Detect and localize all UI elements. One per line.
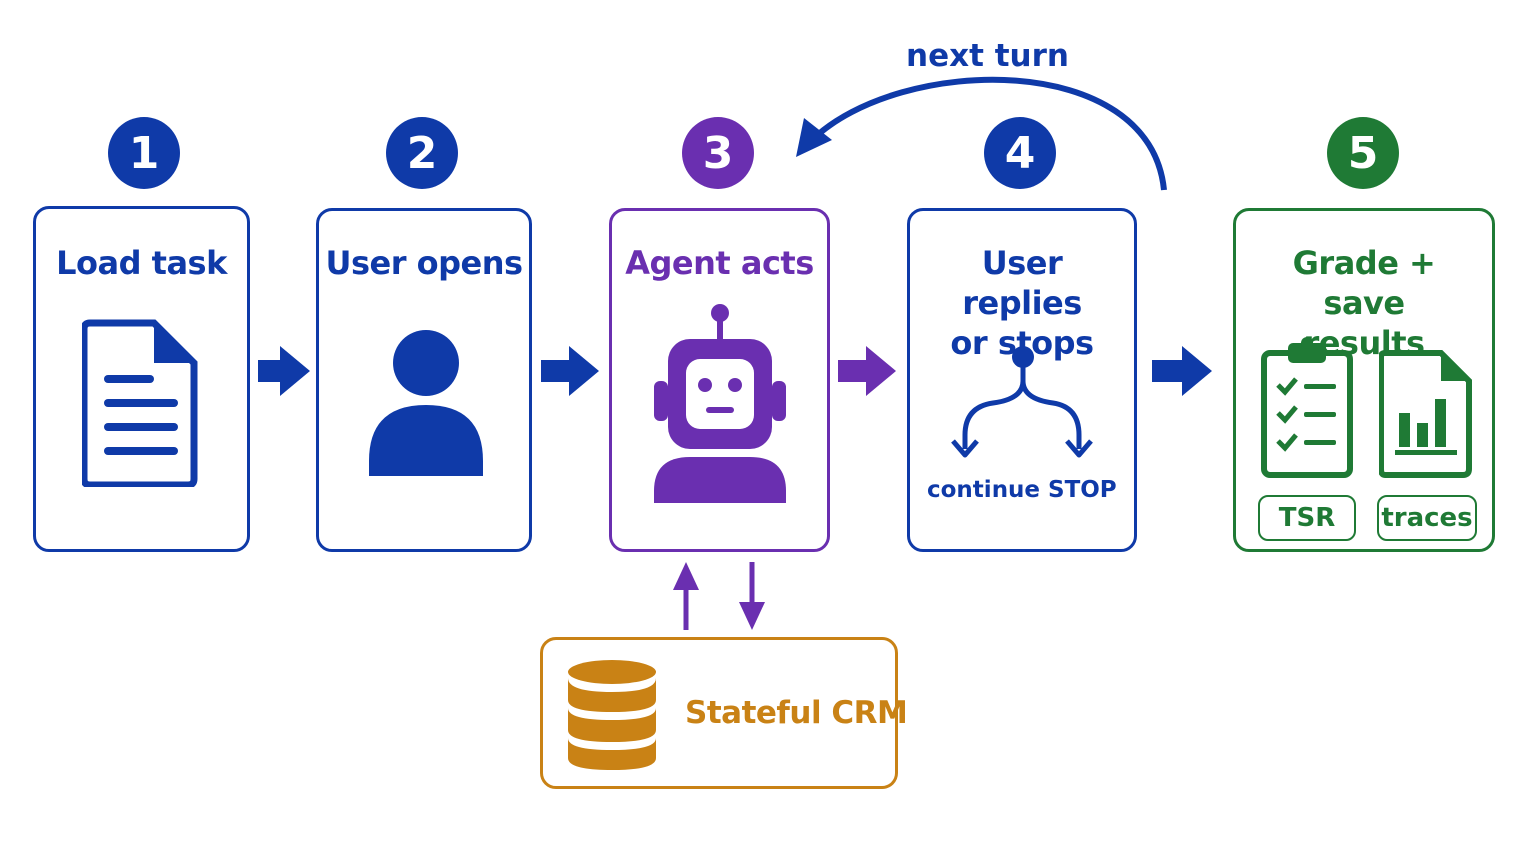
- arrow-1-to-2: [258, 346, 310, 396]
- arrow-2-to-3: [541, 346, 599, 396]
- step-4-title: User replies or stops: [950, 244, 1094, 362]
- step-2-badge: 2: [386, 117, 458, 189]
- arrow-4-to-5: [1152, 346, 1212, 396]
- step-3-badge: 3: [682, 117, 754, 189]
- step-1-box: Load task: [33, 206, 250, 552]
- step-1-title: Load task: [56, 244, 227, 282]
- step-1-badge: 1: [108, 117, 180, 189]
- checklist-icon: [1261, 337, 1353, 478]
- output-tsr: TSR: [1258, 495, 1356, 541]
- crm-box: Stateful CRM: [540, 637, 908, 789]
- step-5-box: Grade + save results TSR traces: [1233, 208, 1495, 552]
- step-5-badge: 5: [1327, 117, 1399, 189]
- step-3-title: Agent acts: [625, 244, 814, 282]
- fork-icon: [951, 346, 1093, 458]
- step-3-box: Agent acts: [609, 208, 830, 552]
- next-turn-arrow: [809, 76, 1167, 191]
- step-4-box: User replies or stops continue STOP: [907, 208, 1137, 552]
- database-icon: [568, 660, 656, 770]
- arrow-3-to-4: [838, 346, 896, 396]
- document-icon: [82, 319, 198, 487]
- robot-icon: [654, 304, 786, 503]
- next-turn-label: next turn: [906, 38, 1069, 74]
- step-4-badge: 4: [984, 117, 1056, 189]
- crm-label: Stateful CRM: [685, 695, 908, 731]
- branch-stop-label: STOP: [1048, 477, 1117, 503]
- branch-continue-label: continue: [927, 477, 1041, 503]
- report-chart-icon: [1379, 350, 1472, 478]
- step-2-box: User opens: [316, 208, 532, 552]
- output-traces: traces: [1377, 495, 1477, 541]
- person-icon: [369, 330, 483, 476]
- step-2-title: User opens: [325, 244, 523, 282]
